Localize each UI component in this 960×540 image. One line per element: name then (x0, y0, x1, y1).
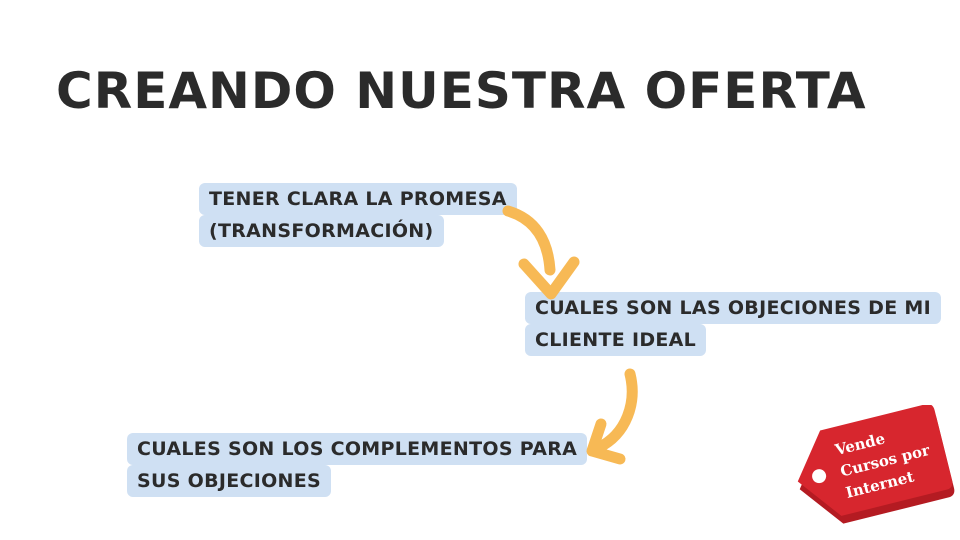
vende-cursos-logo: Vende Cursos por Internet (797, 405, 955, 524)
step-line: CUALES SON LOS COMPLEMENTOS PARA (127, 433, 588, 465)
arrow-step1-to-step2 (502, 205, 580, 300)
step-line: CUALES SON LAS OBJECIONES DE MI (525, 292, 942, 324)
step-box-complements: CUALES SON LOS COMPLEMENTOS PARA SUS OBJ… (127, 433, 588, 497)
step-box-promise: TENER CLARA LA PROMESA (TRANSFORMACIÓN) (199, 183, 517, 247)
step-box-objections: CUALES SON LAS OBJECIONES DE MI CLIENTE … (525, 292, 942, 356)
step-line: SUS OBJECIONES (127, 465, 332, 497)
step-line: TENER CLARA LA PROMESA (199, 183, 517, 215)
tag-hole-icon (812, 469, 827, 484)
page-title: CREANDO NUESTRA OFERTA (56, 62, 867, 120)
step-line: (TRANSFORMACIÓN) (199, 215, 444, 247)
arrow-step2-to-step3 (586, 368, 638, 465)
step-line: CLIENTE IDEAL (525, 324, 707, 356)
